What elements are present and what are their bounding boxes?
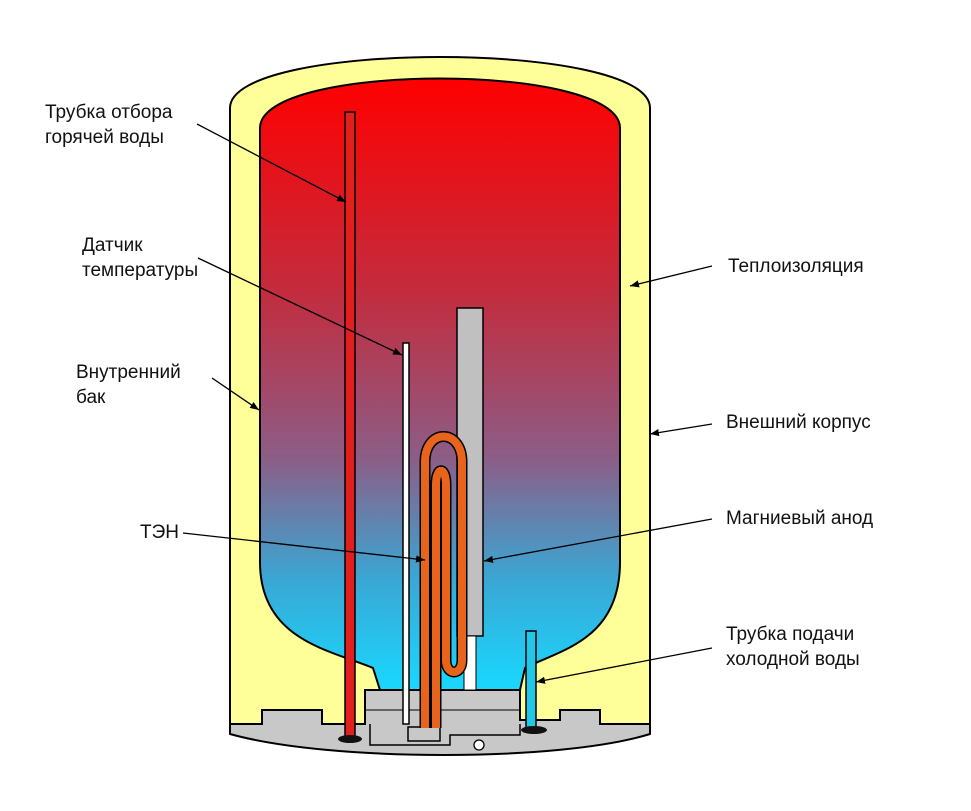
label-inner-tank-line2: бак xyxy=(76,387,106,408)
heating-element-coil-fill xyxy=(421,432,466,728)
cold-water-pipe xyxy=(525,630,537,731)
heating-element-base xyxy=(407,726,441,742)
label-insulation-text: Теплоизоляция xyxy=(728,256,864,277)
cold-pipe-base xyxy=(521,726,547,734)
label-heating-element-text: ТЭН xyxy=(140,522,179,543)
callout-cold-pipe xyxy=(535,647,713,684)
callout-outer-casing xyxy=(649,423,713,437)
drain-hole xyxy=(473,739,485,751)
callout-lines xyxy=(182,123,713,684)
label-heating-element: ТЭН xyxy=(140,520,179,545)
label-anode: Магниевый анод xyxy=(726,506,873,531)
callout-temp-sensor xyxy=(197,257,403,356)
label-temp-sensor-line1: Датчик xyxy=(82,235,143,256)
label-insulation: Теплоизоляция xyxy=(728,254,864,279)
hot-water-pipe xyxy=(344,111,356,738)
label-hot-water-pipe: Трубка отбора горячей воды xyxy=(45,100,173,150)
label-cold-water-pipe: Трубка подачи холодной воды xyxy=(726,622,860,672)
label-cold-water-pipe-line2: холодной воды xyxy=(726,649,860,670)
label-temp-sensor-line2: температуры xyxy=(82,260,199,281)
callout-insulation xyxy=(629,265,713,288)
hot-pipe-base xyxy=(338,735,362,743)
temp-sensor-tube xyxy=(402,342,410,725)
callout-inner-tank xyxy=(211,377,260,411)
label-outer-casing: Внешний корпус xyxy=(726,410,871,435)
callout-heating-element xyxy=(182,532,426,563)
label-hot-water-pipe-line1: Трубка отбора xyxy=(45,102,173,123)
label-outer-casing-text: Внешний корпус xyxy=(726,412,871,433)
label-inner-tank-line1: Внутренний xyxy=(76,362,181,383)
callout-anode xyxy=(483,518,713,563)
label-temp-sensor: Датчик температуры xyxy=(82,233,198,283)
label-anode-text: Магниевый анод xyxy=(726,508,874,529)
label-hot-water-pipe-line2: горячей воды xyxy=(45,127,164,148)
label-inner-tank: Внутренний бак xyxy=(76,360,181,410)
label-cold-water-pipe-line1: Трубка подачи xyxy=(726,624,855,645)
base-flange xyxy=(369,724,521,746)
callout-hot-pipe xyxy=(196,123,347,203)
